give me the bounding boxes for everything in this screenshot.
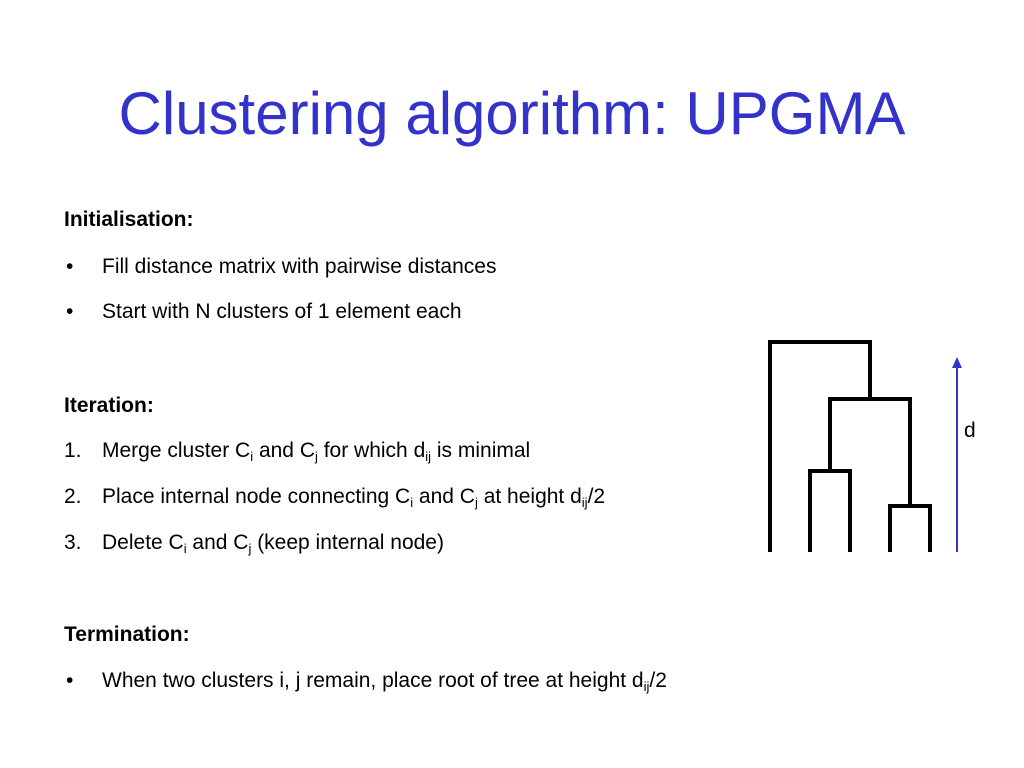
tree-branch-root: [768, 340, 872, 552]
dendrogram-tree: [768, 340, 932, 552]
dendrogram-diagram: [768, 340, 962, 552]
initialisation-bullet-2-text: Start with N clusters of 1 element each: [102, 300, 462, 323]
termination-heading: Termination:: [64, 623, 190, 646]
iteration-heading: Iteration:: [64, 394, 154, 417]
arrow-head-icon: [952, 357, 962, 368]
tree-branch-left-pair: [808, 469, 852, 552]
tree-branch-internal: [828, 397, 912, 505]
height-label: d: [964, 419, 976, 442]
step-number: 2.: [64, 485, 82, 508]
iteration-step-1: 1.Merge cluster Ci and Cj for which dij …: [64, 439, 531, 464]
bullet-marker: •: [66, 669, 74, 692]
step-number: 1.: [64, 439, 82, 462]
initialisation-heading: Initialisation:: [64, 208, 194, 231]
iteration-step-3: 3.Delete Ci and Cj (keep internal node): [64, 531, 444, 556]
termination-bullet-1: •When two clusters i, j remain, place ro…: [66, 669, 667, 694]
bullet-marker: •: [66, 255, 74, 278]
bullet-marker: •: [66, 300, 74, 323]
step-number: 3.: [64, 531, 82, 554]
tree-branch-right-pair: [888, 504, 932, 552]
iteration-step-2: 2.Place internal node connecting Ci and …: [64, 485, 606, 510]
height-arrow: [952, 357, 962, 552]
slide-title: Clustering algorithm: UPGMA: [118, 80, 906, 147]
initialisation-bullet-1-text: Fill distance matrix with pairwise dista…: [102, 255, 497, 278]
initialisation-bullet-1: • Fill distance matrix with pairwise dist…: [64, 254, 496, 280]
initialisation-bullet-2: • Start with N clusters of 1 element each: [64, 299, 462, 325]
